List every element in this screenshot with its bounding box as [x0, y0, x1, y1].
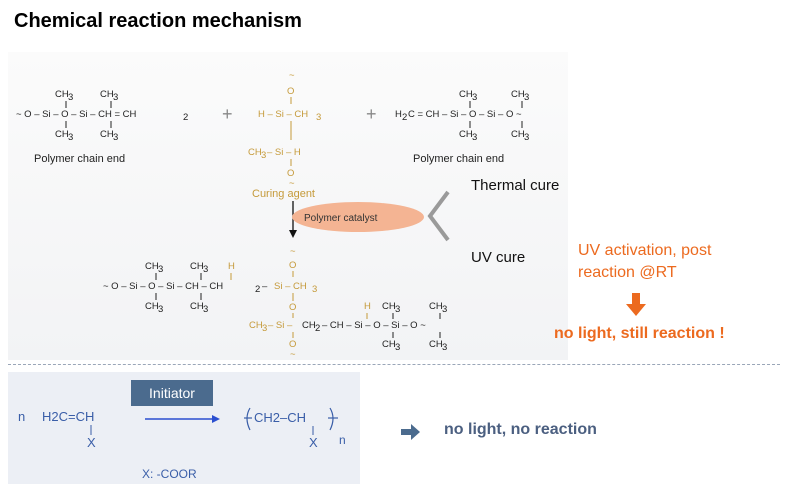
svg-text:3: 3	[158, 264, 163, 275]
svg-text:3: 3	[261, 150, 266, 161]
plus-sign-1: +	[222, 104, 233, 124]
uv-activation-note: UV activation, post reaction @RT	[578, 242, 712, 281]
svg-text:CH: CH	[302, 320, 316, 331]
svg-text:CH: CH	[511, 89, 525, 100]
svg-text:3: 3	[312, 284, 317, 295]
svg-text:H: H	[395, 109, 402, 120]
svg-text:3: 3	[158, 304, 163, 315]
svg-text:2: 2	[255, 284, 260, 295]
svg-text:CH: CH	[459, 129, 473, 140]
no-reaction-note: no light, no reaction	[444, 421, 597, 438]
svg-text:2: 2	[315, 323, 320, 334]
polymer-n: n	[339, 433, 346, 447]
svg-text:3: 3	[524, 92, 529, 103]
svg-text:CH: CH	[55, 129, 69, 140]
catalyst-ellipse	[292, 202, 424, 232]
polymer-substituent: X	[309, 435, 318, 450]
svg-text:– Si – H: – Si – H	[267, 147, 301, 158]
svg-text:3: 3	[472, 92, 477, 103]
svg-text:CH: CH	[459, 89, 473, 100]
svg-text:CH: CH	[190, 301, 204, 312]
right-arrow-icon	[401, 424, 420, 440]
svg-text:C = CH – Si – O – Si – O ~: C = CH – Si – O – Si – O ~	[408, 109, 522, 120]
svg-text:2: 2	[183, 112, 188, 123]
svg-text:H – Si – CH: H – Si – CH	[258, 109, 308, 120]
svg-text:–: –	[262, 281, 268, 292]
svg-text:CH: CH	[429, 301, 443, 312]
reaction-arrowhead	[289, 230, 297, 238]
svg-text:3: 3	[203, 264, 208, 275]
reaction-scheme-panel	[8, 52, 568, 360]
svg-text:3: 3	[113, 132, 118, 143]
svg-text:~ O – Si – O – Si – CH – CH: ~ O – Si – O – Si – CH – CH	[103, 281, 223, 292]
polymer-formula: CH2–CH	[254, 410, 306, 425]
curing-agent-caption: Curing agent	[252, 188, 315, 200]
svg-text:CH: CH	[145, 261, 159, 272]
svg-text:O: O	[287, 168, 294, 179]
down-arrow-icon	[626, 293, 646, 316]
svg-text:3: 3	[203, 304, 208, 315]
svg-text:CH: CH	[100, 89, 114, 100]
svg-text:Si – CH: Si – CH	[274, 281, 307, 292]
svg-text:CH: CH	[511, 129, 525, 140]
plus-sign-2: +	[366, 104, 377, 124]
monomer-substituent: X	[87, 435, 96, 450]
svg-text:O: O	[289, 260, 296, 271]
svg-text:3: 3	[68, 132, 73, 143]
svg-text:3: 3	[442, 304, 447, 315]
left-chain-caption: Polymer chain end	[34, 153, 125, 165]
svg-text:CH: CH	[382, 301, 396, 312]
svg-text:3: 3	[395, 304, 400, 315]
svg-text:3: 3	[262, 323, 267, 334]
svg-text:CH: CH	[429, 339, 443, 350]
svg-text:~: ~	[289, 178, 295, 189]
catalyst-label: Polymer catalyst	[304, 213, 378, 224]
svg-text:CH: CH	[249, 320, 263, 331]
cure-bracket	[427, 190, 450, 242]
svg-text:3: 3	[68, 92, 73, 103]
section-divider	[8, 364, 780, 365]
svg-text:H: H	[364, 301, 371, 312]
svg-text:CH: CH	[55, 89, 69, 100]
svg-text:3: 3	[524, 132, 529, 143]
svg-text:3: 3	[113, 92, 118, 103]
substituent-note: X: -COOR	[142, 467, 197, 481]
still-reaction-note: no light, still reaction !	[554, 325, 725, 342]
svg-text:O: O	[289, 339, 296, 350]
svg-text:CH: CH	[190, 261, 204, 272]
svg-text:CH: CH	[382, 339, 396, 350]
initiator-box: Initiator	[131, 380, 213, 406]
svg-text:3: 3	[472, 132, 477, 143]
svg-text:3: 3	[395, 342, 400, 353]
svg-text:CH: CH	[145, 301, 159, 312]
radical-scheme: n H2C=CH X CH2–CH X n X: -COOR	[18, 407, 346, 481]
svg-text:3: 3	[442, 342, 447, 353]
svg-text:O: O	[287, 86, 294, 97]
uv-cure-label: UV cure	[471, 249, 526, 266]
monomer-formula: H2C=CH	[42, 409, 94, 424]
svg-text:– CH – Si – O – Si – O ~: – CH – Si – O – Si – O ~	[322, 320, 426, 331]
svg-text:H: H	[228, 261, 235, 272]
svg-text:CH: CH	[100, 129, 114, 140]
right-chain-caption: Polymer chain end	[413, 153, 504, 165]
svg-text:2: 2	[402, 112, 407, 123]
svg-text:3: 3	[316, 112, 321, 123]
svg-text:~: ~	[290, 246, 296, 257]
svg-text:~: ~	[289, 70, 295, 81]
svg-text:– Si –: – Si –	[268, 320, 293, 331]
page-title: Chemical reaction mechanism	[14, 10, 302, 32]
svg-text:O: O	[289, 302, 296, 313]
n-coefficient: n	[18, 409, 25, 424]
svg-text:~: ~	[290, 349, 296, 360]
svg-text:~ O – Si – O – Si – CH = CH: ~ O – Si – O – Si – CH = CH	[16, 109, 137, 120]
svg-text:CH: CH	[248, 147, 262, 158]
thermal-cure-label: Thermal cure	[471, 177, 560, 194]
